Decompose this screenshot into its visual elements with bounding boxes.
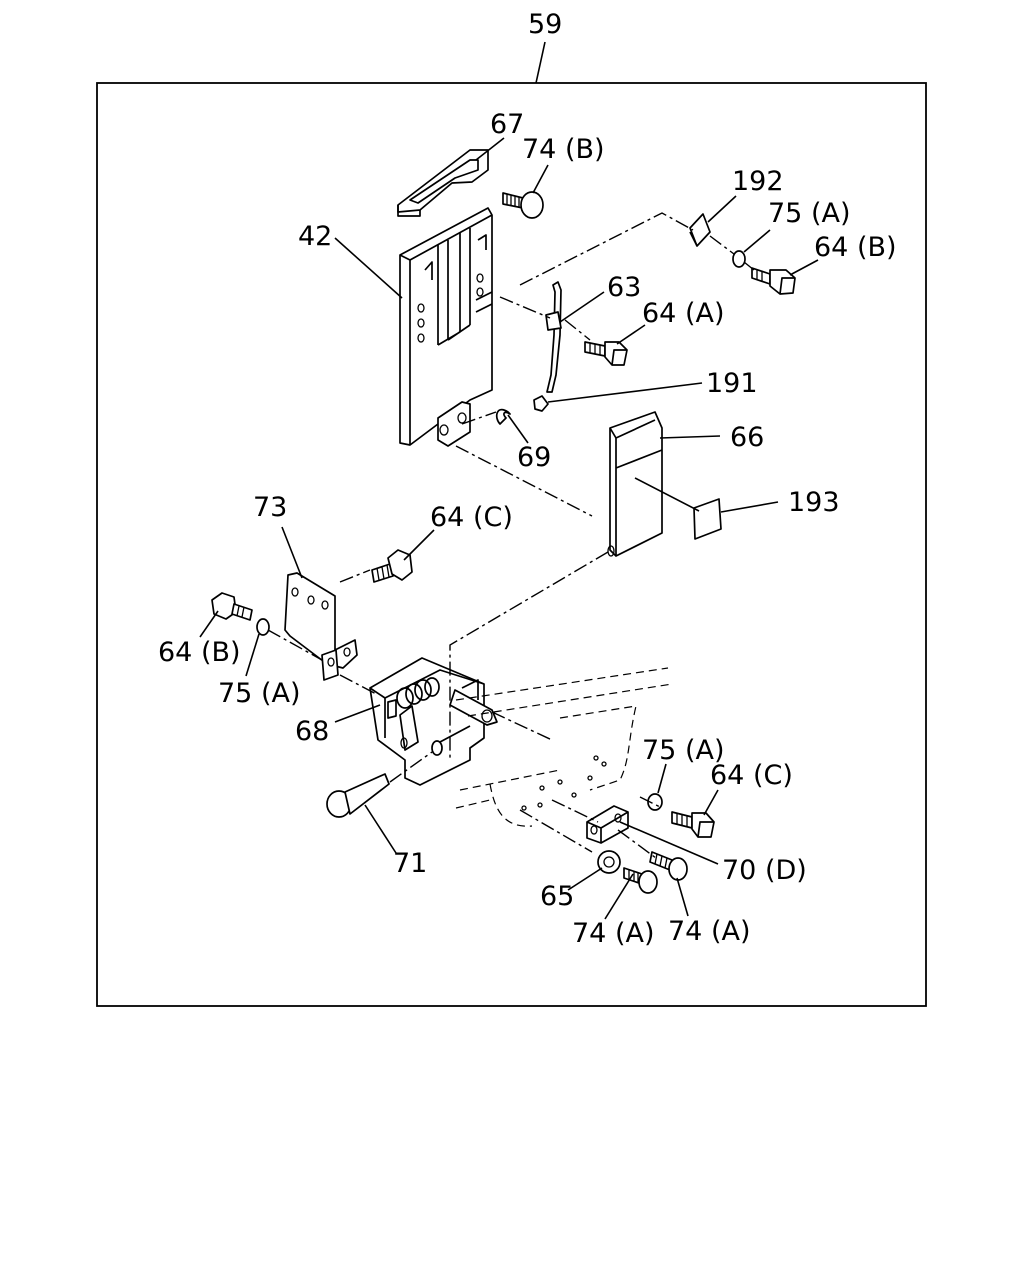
callout-64c-mid: 64 (C) xyxy=(430,502,513,533)
callout-64b-right: 64 (B) xyxy=(814,232,897,263)
part-64c-bolt-mid xyxy=(371,549,413,583)
part-65-nut xyxy=(597,850,621,874)
callout-75a-left: 75 (A) xyxy=(218,678,300,709)
part-64a-bolt xyxy=(584,341,628,366)
part-74b-screw xyxy=(502,191,544,219)
part-71-pin xyxy=(326,773,390,818)
leader-71 xyxy=(364,804,397,854)
callout-42: 42 xyxy=(298,221,332,252)
callout-74a-1: 74 (A) xyxy=(572,918,654,949)
part-75a-washer-left xyxy=(256,618,270,636)
leader-64c-mid xyxy=(403,529,435,561)
leader-75a-top xyxy=(743,229,771,253)
leader-64b-right xyxy=(789,259,819,276)
leader-68 xyxy=(334,704,381,723)
assembly-leader xyxy=(535,41,546,84)
callout-67: 67 xyxy=(490,109,524,140)
part-73-plate xyxy=(284,572,358,681)
callout-65: 65 xyxy=(540,881,574,912)
leader-75a-low xyxy=(657,763,667,794)
leader-75a-left xyxy=(245,633,260,677)
callout-64c-low: 64 (C) xyxy=(710,760,793,791)
part-75a-washer-top xyxy=(732,250,746,268)
floor-panel xyxy=(455,667,673,827)
callout-66: 66 xyxy=(730,422,764,453)
callout-191: 191 xyxy=(706,368,758,399)
callout-192: 192 xyxy=(732,166,784,197)
leader-64b-left xyxy=(199,610,219,638)
leader-66-to-193 xyxy=(634,477,700,512)
leader-192 xyxy=(707,195,737,223)
part-64b-bolt-right xyxy=(751,267,796,295)
leader-66 xyxy=(659,435,721,439)
callout-74a-2: 74 (A) xyxy=(668,916,750,947)
callout-70d: 70 (D) xyxy=(722,855,807,886)
part-69-eclip xyxy=(495,408,511,425)
callout-69: 69 xyxy=(517,442,551,473)
part-64b-bolt-left xyxy=(211,592,253,621)
leader-74b xyxy=(532,164,549,194)
assembly-frame xyxy=(96,82,927,1007)
assembly-lines xyxy=(267,212,755,859)
leader-63 xyxy=(559,291,605,323)
part-74a-screw-2 xyxy=(649,851,688,881)
callout-64b-left: 64 (B) xyxy=(158,637,241,668)
callout-73: 73 xyxy=(253,492,287,523)
part-70d-block xyxy=(586,805,629,844)
leader-191 xyxy=(547,382,703,403)
callout-193: 193 xyxy=(788,487,840,518)
leader-74a-1 xyxy=(604,873,634,920)
leader-70d xyxy=(619,821,719,865)
callout-64a: 64 (A) xyxy=(642,298,724,329)
part-67-handle xyxy=(397,149,489,217)
callout-63: 63 xyxy=(607,272,641,303)
callout-71: 71 xyxy=(393,848,427,879)
leader-74a-2 xyxy=(676,877,689,917)
callout-74b: 74 (B) xyxy=(522,134,605,165)
part-191-cap xyxy=(533,395,549,412)
callout-75a-top: 75 (A) xyxy=(768,198,850,229)
part-74a-screw-1 xyxy=(623,867,658,894)
part-42-bracket xyxy=(399,207,493,447)
callout-75a-low: 75 (A) xyxy=(642,735,724,766)
assembly-label: 59 xyxy=(528,9,562,40)
leader-42 xyxy=(334,237,403,299)
part-192-clip xyxy=(689,213,711,247)
part-193-label xyxy=(693,498,722,540)
part-68-pivot xyxy=(369,657,498,786)
leader-193 xyxy=(720,501,779,513)
part-66-cover xyxy=(607,411,663,557)
callout-68: 68 xyxy=(295,716,329,747)
leader-73 xyxy=(281,526,303,579)
leader-65 xyxy=(567,867,603,891)
leader-69 xyxy=(507,414,529,444)
part-64c-bolt-low xyxy=(671,811,715,838)
leader-67 xyxy=(475,137,505,161)
leader-64a xyxy=(616,324,646,345)
part-63-rod xyxy=(545,281,562,393)
leader-64c-low xyxy=(703,789,719,816)
